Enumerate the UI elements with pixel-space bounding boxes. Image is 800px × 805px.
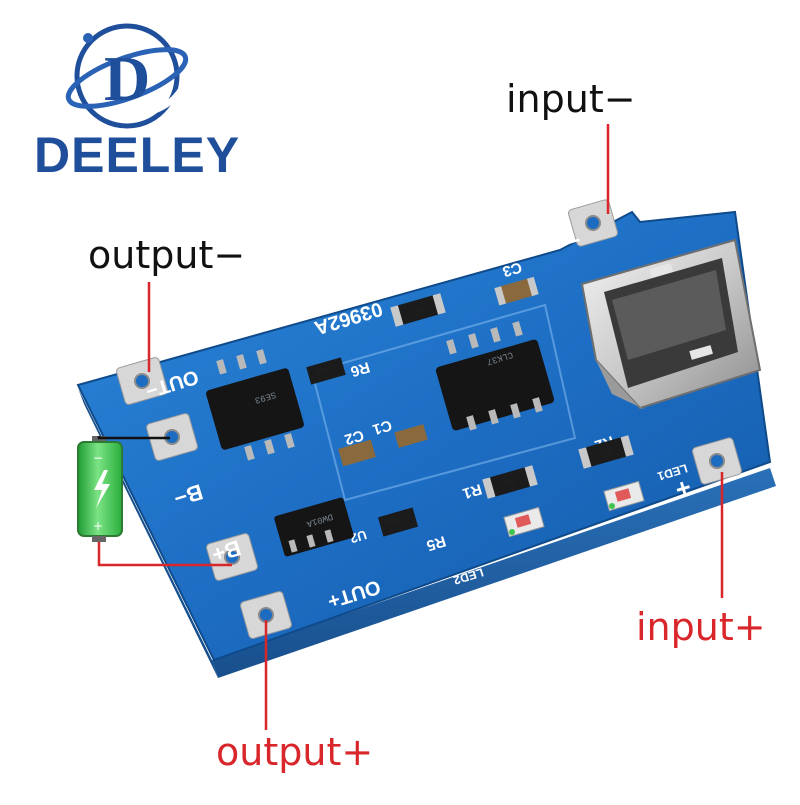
wire-battery-plus	[97, 542, 232, 567]
svg-text:1R0: 1R0	[312, 366, 329, 379]
pad-out-plus	[240, 591, 292, 639]
svg-text:122: 122	[409, 304, 426, 317]
smd-r1: 102	[482, 465, 538, 499]
led1	[603, 480, 645, 512]
pad-in-plus	[692, 437, 742, 485]
smd-c2	[338, 439, 376, 467]
callout-output-plus: output+	[216, 730, 374, 774]
smd-r6: 1R0	[306, 357, 346, 385]
brand-logo: D	[65, 23, 189, 129]
micro-usb-port	[580, 238, 762, 410]
callout-output-minus: output−	[88, 233, 246, 277]
silk-r3: R3	[380, 268, 403, 290]
smd-c3	[494, 276, 539, 306]
silk-u2: U2	[348, 527, 368, 546]
led2	[503, 506, 545, 538]
silk-c3: C3	[500, 258, 523, 280]
smd-r2: 102	[578, 435, 634, 469]
callout-input-plus: input+	[636, 605, 766, 649]
charger-ic: CLK37	[435, 321, 555, 431]
svg-text:102: 102	[500, 477, 517, 490]
silk-c2: C2	[342, 426, 365, 448]
svg-text:−: −	[93, 451, 103, 465]
protection-ic: SE93	[206, 349, 304, 461]
mosfet-ic: DW01A	[274, 497, 354, 557]
callout-input-minus: input−	[506, 77, 636, 121]
svg-text:+: +	[93, 519, 103, 533]
svg-text:102: 102	[596, 447, 613, 460]
pad-in-minus	[568, 199, 618, 247]
smd-c1	[394, 424, 428, 448]
wire-battery-minus	[97, 436, 170, 440]
silk-r5: R5	[424, 532, 447, 554]
smd-r5: 1R0	[377, 507, 419, 537]
pad-out-minus	[116, 357, 168, 405]
silk-r1: R1	[460, 480, 483, 502]
svg-text:1R0: 1R0	[384, 516, 401, 529]
battery-icon: − +	[77, 436, 123, 542]
logo-letter: D	[104, 43, 150, 114]
brand-name: DEELEY	[34, 127, 241, 183]
smd-r3: 122	[390, 293, 446, 327]
silk-r6: R6	[348, 358, 371, 380]
pad-b-plus	[206, 533, 258, 581]
silk-c1: C1	[370, 416, 393, 438]
pad-b-minus	[146, 413, 198, 461]
